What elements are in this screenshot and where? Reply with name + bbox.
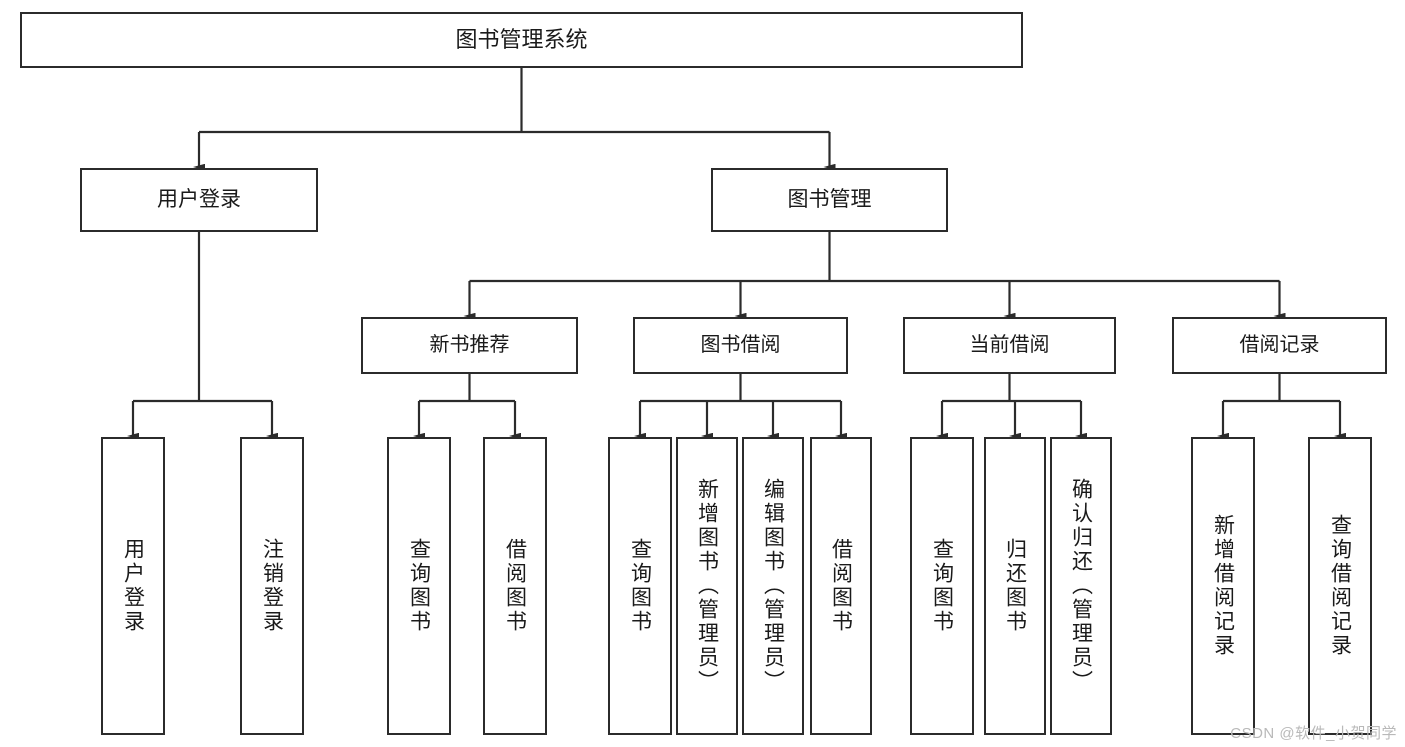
node-label: 借阅记录 bbox=[1239, 334, 1320, 356]
node-label: 新增借阅记录 bbox=[1211, 514, 1235, 658]
node-leaf3[interactable]: 查询图书 bbox=[387, 437, 451, 735]
node-label: 用户登录 bbox=[121, 538, 145, 634]
node-label: 查询图书 bbox=[930, 538, 954, 634]
node-leaf12[interactable]: 新增借阅记录 bbox=[1191, 437, 1255, 735]
node-label: 查询图书 bbox=[628, 538, 652, 634]
node-label: 借阅图书 bbox=[829, 538, 853, 634]
node-root[interactable]: 图书管理系统 bbox=[20, 12, 1023, 68]
node-leaf5[interactable]: 查询图书 bbox=[608, 437, 672, 735]
node-label: 用户登录 bbox=[157, 187, 241, 211]
node-label: 查询借阅记录 bbox=[1328, 514, 1352, 658]
node-label: 新书推荐 bbox=[429, 334, 510, 356]
node-label: 图书管理系统 bbox=[455, 27, 588, 53]
node-leaf11[interactable]: 确认归还（管理员） bbox=[1050, 437, 1112, 735]
node-leaf8[interactable]: 借阅图书 bbox=[810, 437, 872, 735]
csdn-watermark: CSDN @软件_小贺同学 bbox=[1230, 725, 1397, 742]
node-label: 当前借阅 bbox=[969, 334, 1050, 356]
node-leaf13[interactable]: 查询借阅记录 bbox=[1308, 437, 1372, 735]
node-leaf6[interactable]: 新增图书（管理员） bbox=[676, 437, 738, 735]
node-leaf2[interactable]: 注销登录 bbox=[240, 437, 304, 735]
node-bookmgmt[interactable]: 图书管理 bbox=[711, 168, 948, 232]
node-leaf10[interactable]: 归还图书 bbox=[984, 437, 1046, 735]
node-newrec[interactable]: 新书推荐 bbox=[361, 317, 578, 374]
node-label: 借阅图书 bbox=[503, 538, 527, 634]
node-label: 图书管理 bbox=[787, 187, 872, 211]
node-label: 新增图书（管理员） bbox=[695, 478, 719, 694]
node-label: 图书借阅 bbox=[700, 334, 781, 356]
node-leaf7[interactable]: 编辑图书（管理员） bbox=[742, 437, 804, 735]
node-leaf9[interactable]: 查询图书 bbox=[910, 437, 974, 735]
node-borrow[interactable]: 图书借阅 bbox=[633, 317, 848, 374]
node-label: 查询图书 bbox=[407, 538, 431, 634]
node-label: 确认归还（管理员） bbox=[1069, 478, 1093, 694]
node-label: 归还图书 bbox=[1003, 538, 1027, 634]
node-leaf1[interactable]: 用户登录 bbox=[101, 437, 165, 735]
node-label: 编辑图书（管理员） bbox=[761, 478, 785, 694]
node-current[interactable]: 当前借阅 bbox=[903, 317, 1116, 374]
node-login[interactable]: 用户登录 bbox=[80, 168, 318, 232]
node-label: 注销登录 bbox=[260, 538, 284, 634]
node-leaf4[interactable]: 借阅图书 bbox=[483, 437, 547, 735]
node-records[interactable]: 借阅记录 bbox=[1172, 317, 1387, 374]
